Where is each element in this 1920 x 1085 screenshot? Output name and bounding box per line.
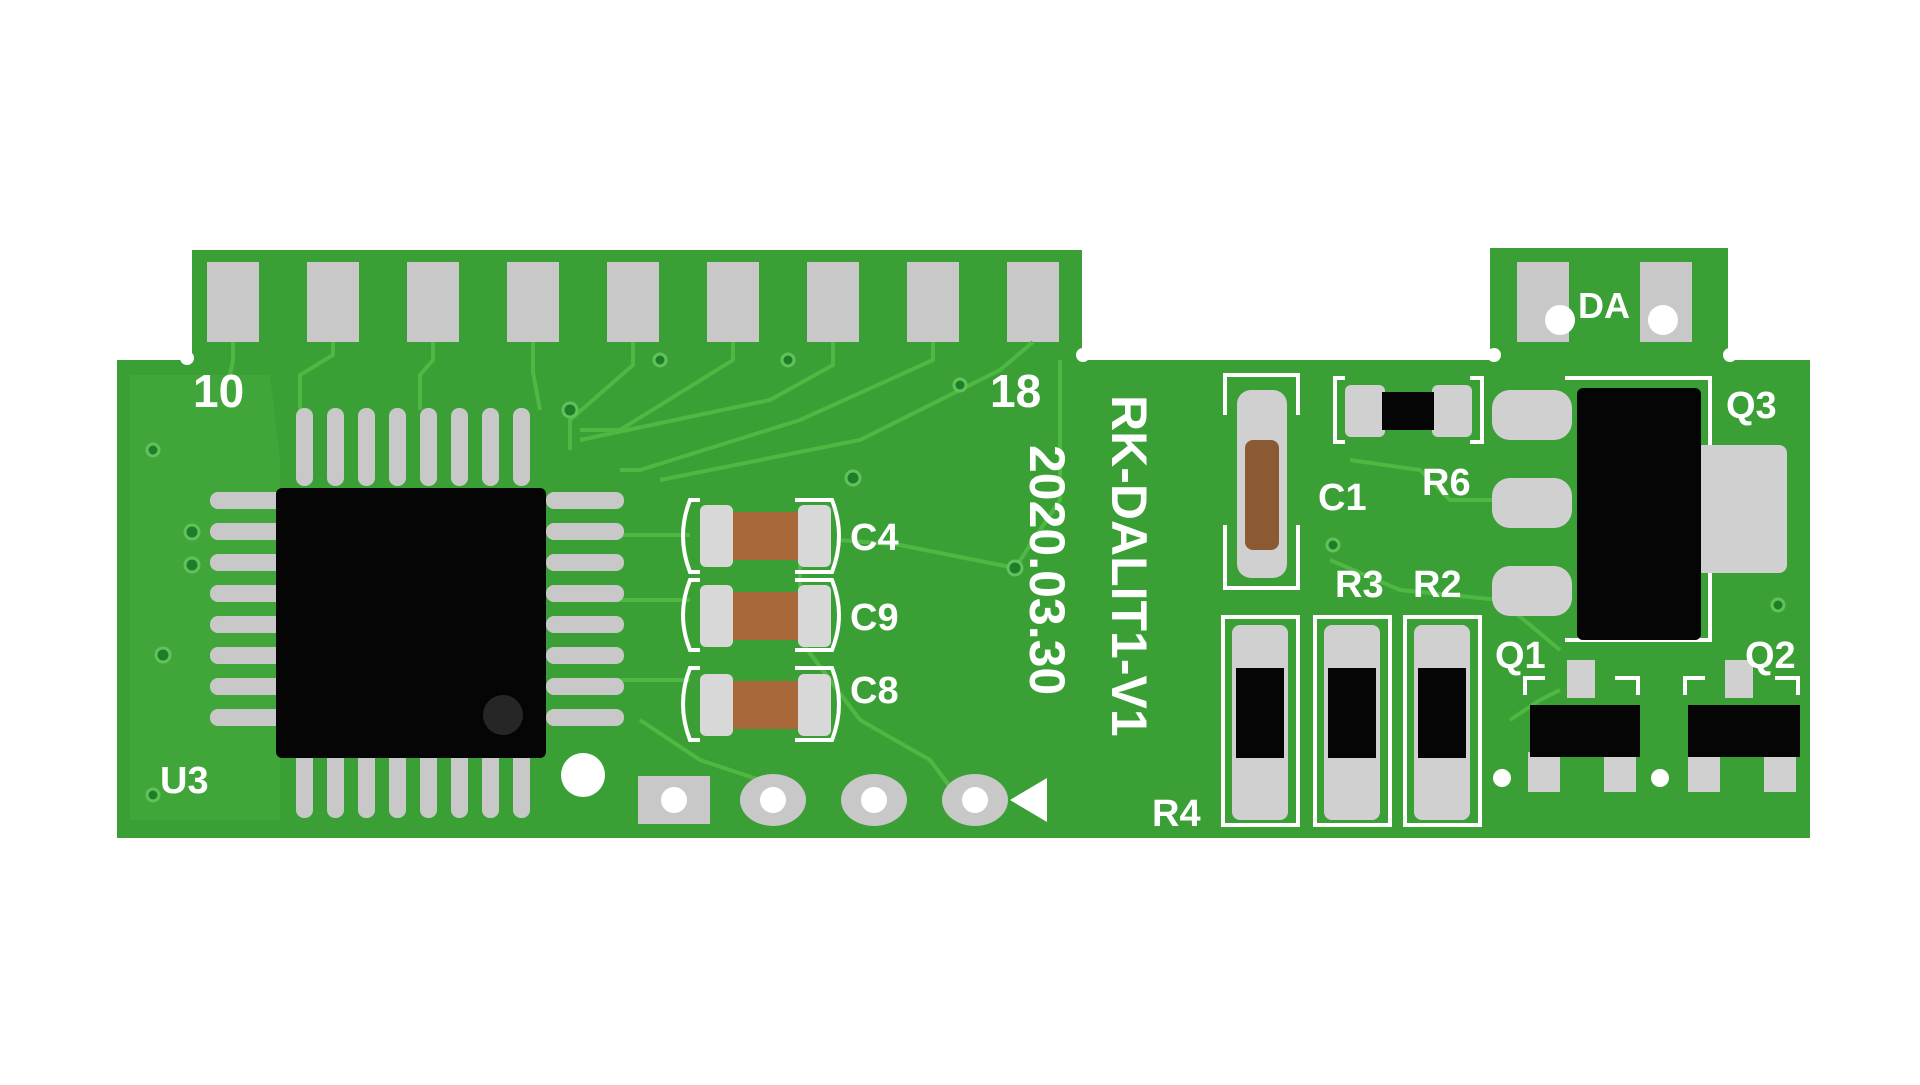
label-r2: R2 bbox=[1413, 564, 1462, 606]
u3-pin1-marker bbox=[483, 695, 523, 735]
transistor-q3 bbox=[1492, 376, 1787, 642]
label-r4: R4 bbox=[1152, 793, 1201, 835]
label-c4: C4 bbox=[850, 517, 899, 559]
label-q1: Q1 bbox=[1495, 635, 1546, 677]
transistor-q1 bbox=[1523, 660, 1640, 792]
resistor-r4 bbox=[1221, 615, 1300, 827]
label-c8: C8 bbox=[850, 670, 899, 712]
vias bbox=[145, 352, 1786, 803]
label-c9: C9 bbox=[850, 597, 899, 639]
transistor-q2 bbox=[1683, 660, 1800, 792]
resistor-r2 bbox=[1403, 615, 1482, 827]
label-q3: Q3 bbox=[1726, 385, 1777, 427]
label-r6: R6 bbox=[1422, 462, 1471, 504]
label-pin-18: 18 bbox=[990, 365, 1041, 417]
label-pin-10: 10 bbox=[193, 365, 244, 417]
u3-chip-pins bbox=[210, 408, 624, 818]
label-q2: Q2 bbox=[1745, 635, 1796, 677]
label-c1: C1 bbox=[1318, 477, 1367, 519]
label-da: DA bbox=[1578, 285, 1630, 326]
board-date-label: 2020.03.30 bbox=[1019, 445, 1075, 695]
board-name-label: RK-DALIT1-V1 bbox=[1101, 395, 1157, 737]
label-u3: U3 bbox=[160, 760, 209, 802]
copper-pour bbox=[130, 375, 280, 820]
capacitor-c4 bbox=[681, 498, 841, 574]
resistor-r6 bbox=[1333, 376, 1484, 444]
resistor-r3 bbox=[1313, 615, 1392, 827]
capacitor-c1 bbox=[1223, 373, 1300, 590]
header-pads bbox=[638, 774, 1047, 826]
capacitor-c9 bbox=[681, 578, 841, 652]
u3-chip bbox=[276, 488, 546, 758]
edge-connector-pads bbox=[207, 262, 1059, 342]
mounting-dot bbox=[561, 753, 605, 797]
label-r3: R3 bbox=[1335, 564, 1384, 606]
capacitor-c8 bbox=[681, 666, 841, 742]
da-connector-pads bbox=[1517, 262, 1692, 342]
